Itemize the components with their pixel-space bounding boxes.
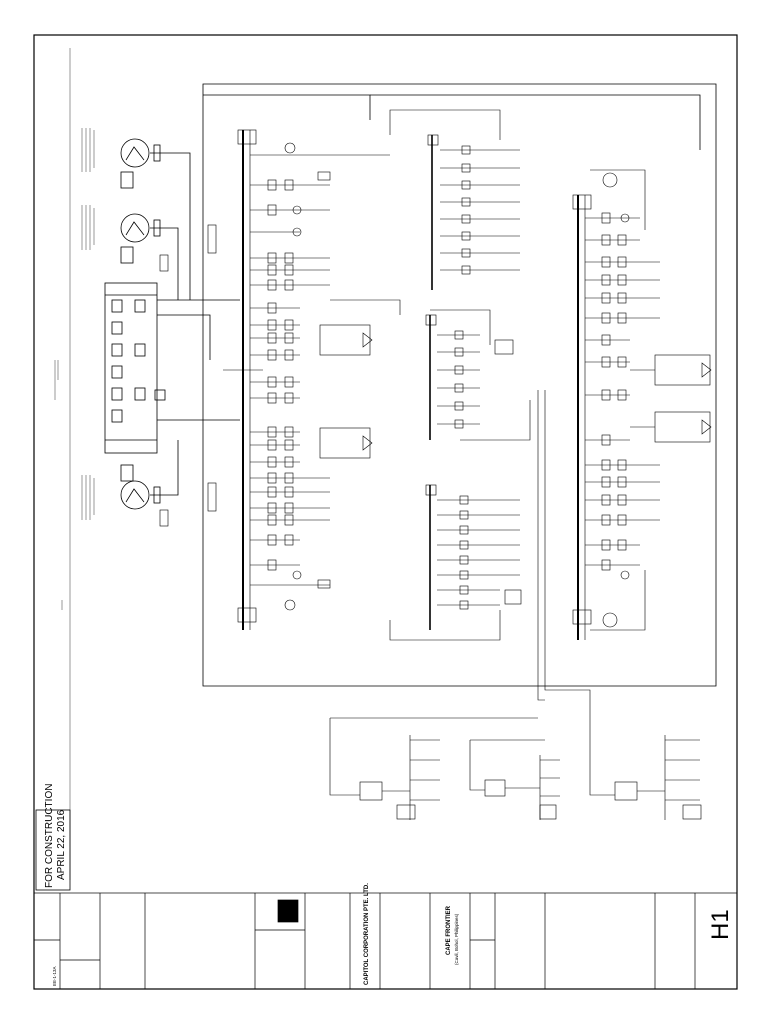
sheet-id: H1 [707,909,734,940]
generator-2-icon [120,213,150,264]
main-busbar-left [223,129,263,630]
interconnects [330,154,550,701]
generator-group [120,138,191,510]
left-feeders [250,142,373,611]
panel-center-mid [425,309,514,440]
drawing-number: EE-1-13A [52,966,57,986]
right-feeders [585,212,712,580]
sub-panel-1 [329,717,538,820]
project-name: CAPE FRONTIER [446,905,452,955]
project-location: (Cavil, Bohol, Philippines) [454,913,459,965]
title-block [33,892,738,990]
sub-panel-3 [550,689,702,820]
switchboard-enclosure [202,83,717,687]
gen-label-boxes [159,224,217,527]
sub-panel-2 [469,739,560,820]
stamp-line-1: FOR CONSTRUCTION [44,784,55,888]
owner-name: CAPITOL CORPORATION PTE. LTD. [364,883,370,985]
generator-3-icon [120,464,150,510]
panel-center-top [389,109,520,290]
generator-1-icon [120,138,150,189]
stamp-line-2: APRIL 22, 2016 [56,809,67,880]
panel-center-bottom [389,484,522,641]
sync-panel [104,282,240,454]
generator-notes [54,128,95,610]
construction-stamp: FOR CONSTRUCTION APRIL 22, 2016 [35,784,71,891]
sheet-border [33,34,738,990]
main-busbar-right [572,169,646,640]
